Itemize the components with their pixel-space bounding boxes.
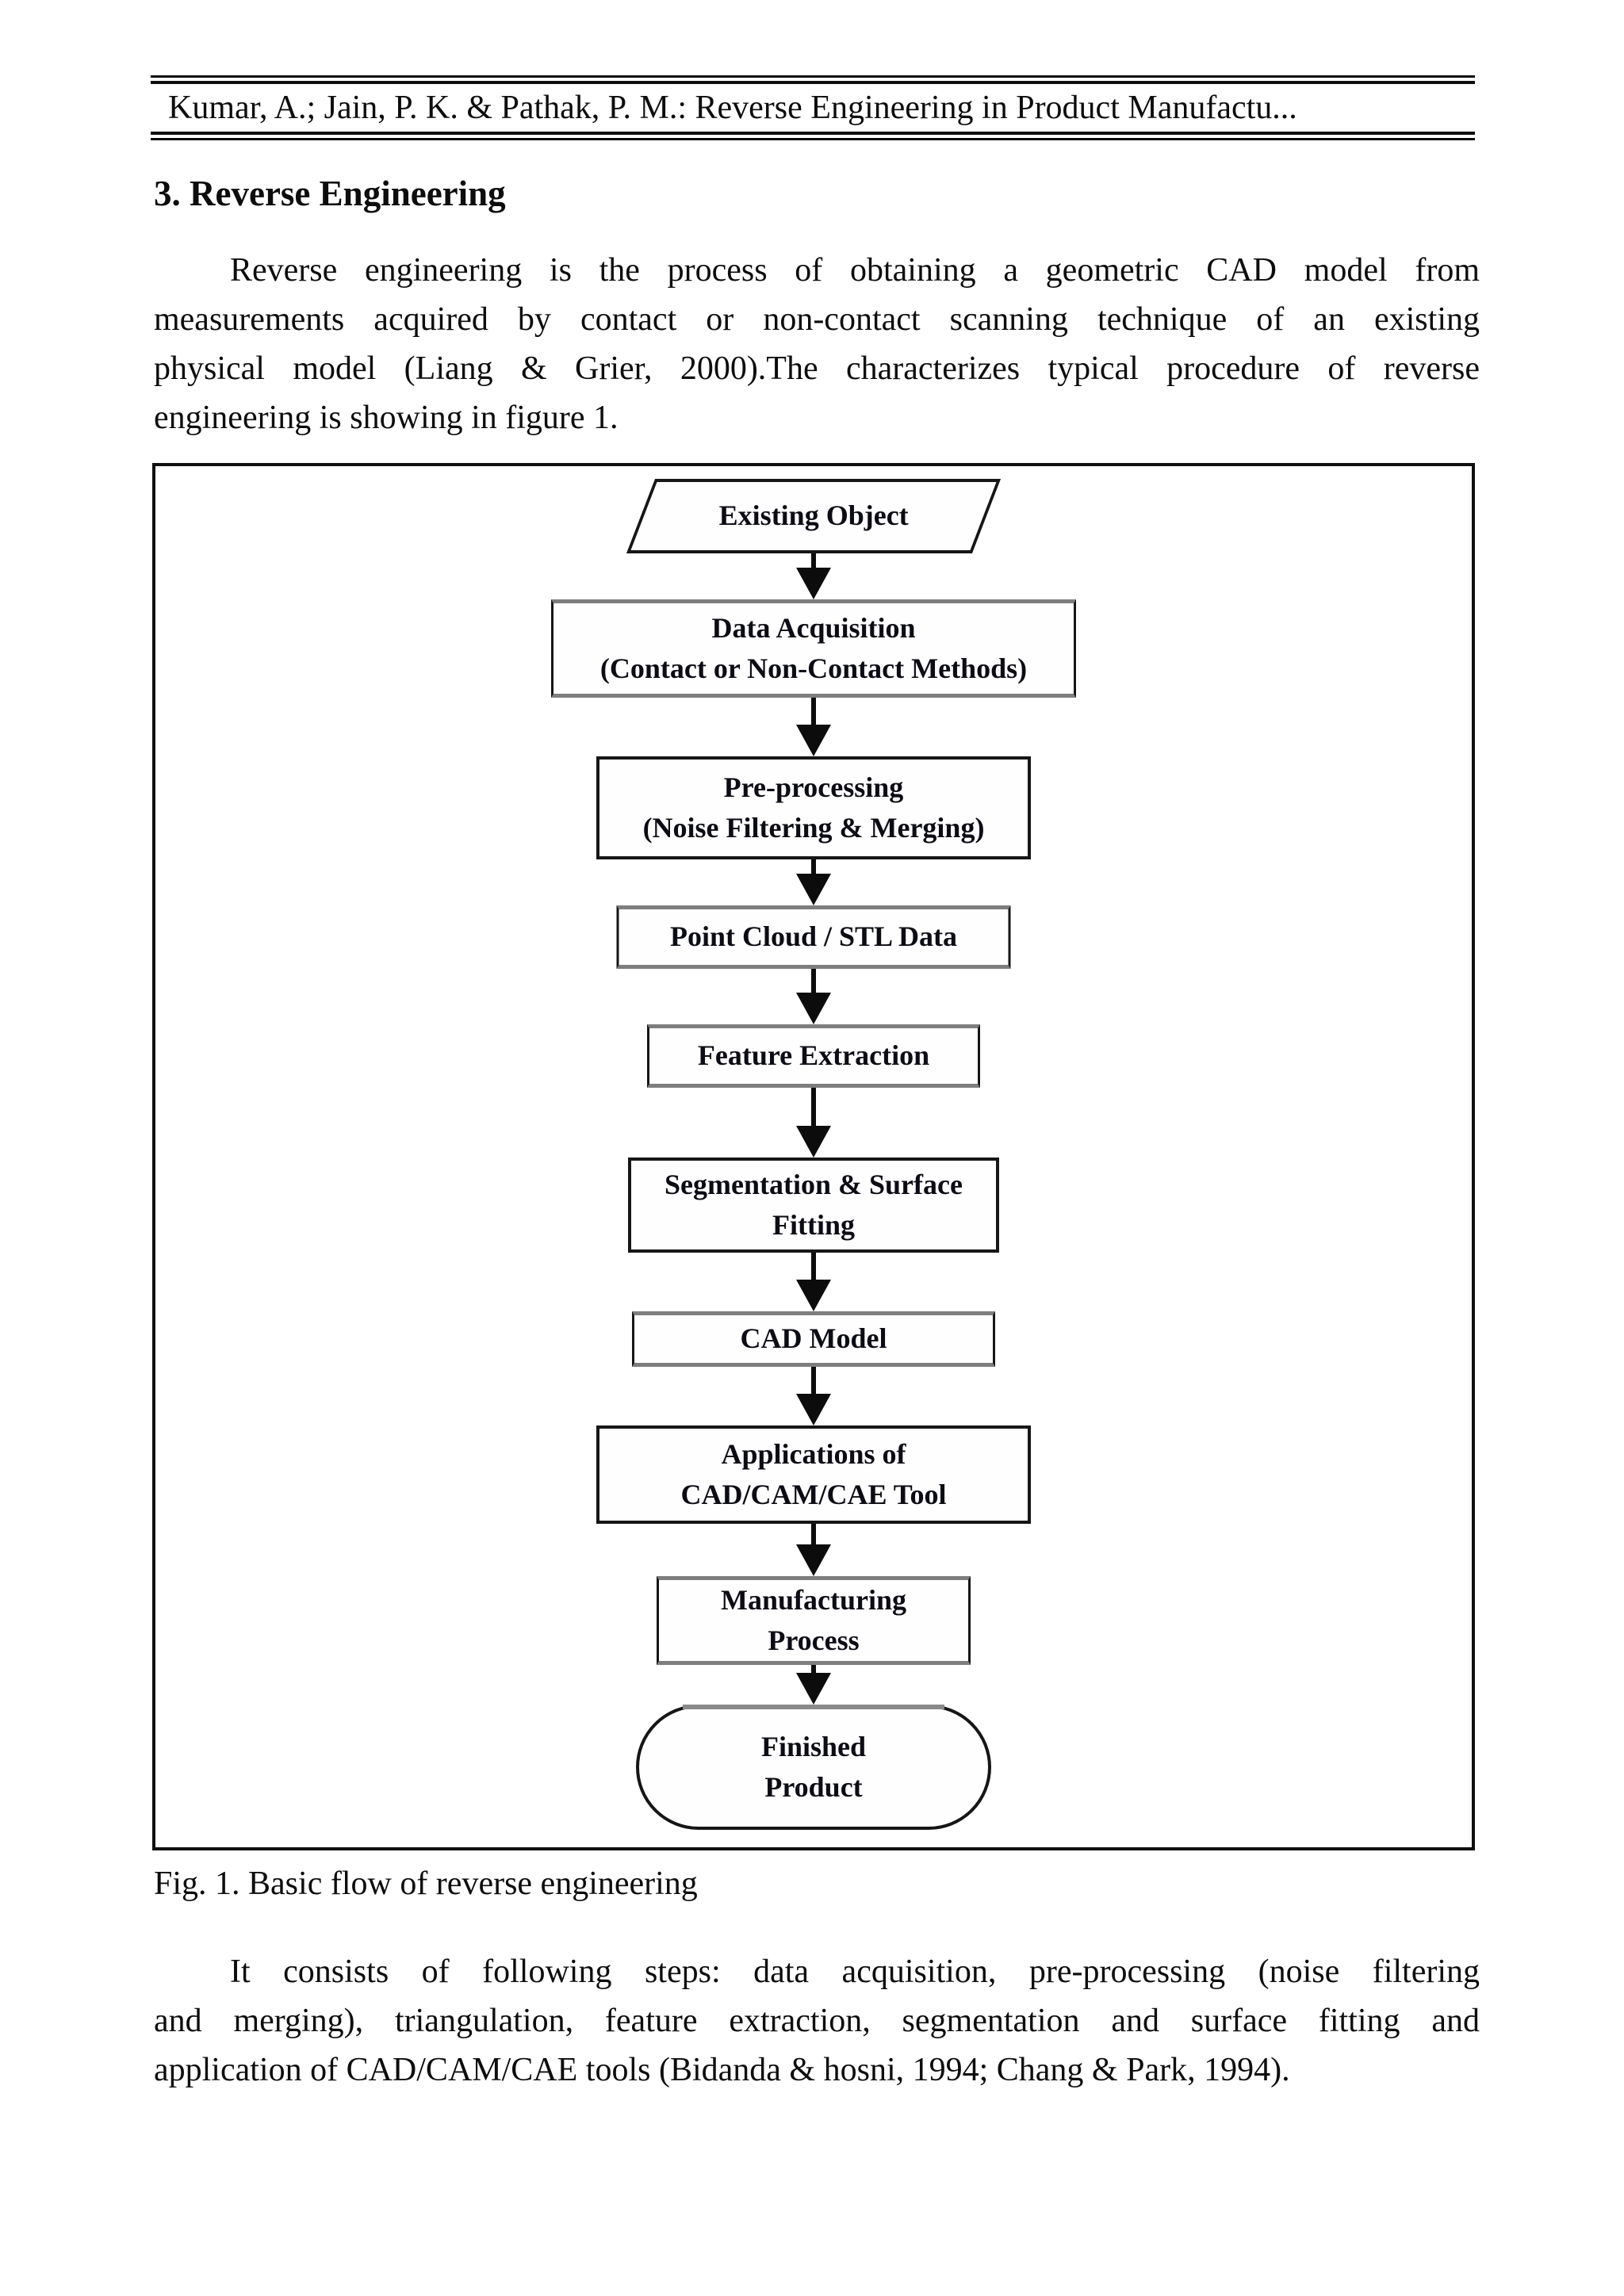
- paragraph-line: and merging), triangulation, feature ext…: [154, 2003, 1480, 2039]
- flow-arrow-down: [796, 553, 831, 599]
- flow-arrow-down: [796, 1253, 831, 1311]
- header-rule-bottom-thick: [151, 132, 1475, 135]
- intro-paragraph: Reverse engineering is the process of ob…: [154, 246, 1480, 442]
- flow-node-point-cloud-stl-data: Point Cloud / STL Data: [616, 905, 1011, 969]
- paragraph-line: It consists of following steps: data acq…: [230, 1954, 1480, 1990]
- flow-arrow-down: [796, 969, 831, 1024]
- running-header: Kumar, A.; Jain, P. K. & Pathak, P. M.: …: [168, 90, 1297, 126]
- flow-node-feature-extraction: Feature Extraction: [647, 1024, 980, 1088]
- flow-node-finished-product: Finished Product: [636, 1705, 991, 1830]
- paragraph-line: application of CAD/CAM/CAE tools (Bidand…: [154, 2052, 1290, 2088]
- flow-node-pre-processing: Pre-processing (Noise Filtering & Mergin…: [596, 756, 1031, 859]
- flow-node-cad-model: CAD Model: [632, 1311, 995, 1367]
- paragraph-line: engineering is showing in figure 1.: [154, 400, 619, 436]
- flow-node-existing-object: Existing Object: [626, 479, 1002, 553]
- paragraph-line: Reverse engineering is the process of ob…: [230, 252, 1480, 289]
- header-rule-top-thick: [151, 81, 1475, 84]
- flow-arrow-down: [796, 698, 831, 756]
- flow-node-segmentation-surface-fitting: Segmentation & Surface Fitting: [628, 1158, 999, 1253]
- flow-arrow-down: [796, 1524, 831, 1576]
- flow-arrow-down: [796, 1088, 831, 1158]
- header-rule-bottom-thin: [151, 138, 1475, 140]
- flow-node-data-acquisition: Data Acquisition (Contact or Non-Contact…: [551, 599, 1076, 698]
- header-rule-top-thin: [151, 75, 1475, 78]
- paragraph-line: physical model (Liang & Grier, 2000).The…: [154, 350, 1480, 387]
- paragraph-line: measurements acquired by contact or non-…: [154, 301, 1480, 338]
- flow-arrow-down: [796, 859, 831, 905]
- closing-paragraph: It consists of following steps: data acq…: [154, 1947, 1480, 2095]
- section-heading: 3. Reverse Engineering: [154, 174, 506, 213]
- figure-caption: Fig. 1. Basic flow of reverse engineerin…: [154, 1866, 698, 1902]
- flow-arrow-down: [796, 1665, 831, 1705]
- flow-node-label: Existing Object: [718, 499, 909, 532]
- flow-node-manufacturing-process: Manufacturing Process: [657, 1576, 971, 1665]
- figure-1-flowchart: Existing Object Data Acquisition (Contac…: [152, 463, 1475, 1850]
- flow-node-applications-cad-cam-cae: Applications of CAD/CAM/CAE Tool: [596, 1425, 1031, 1524]
- flow-arrow-down: [796, 1367, 831, 1425]
